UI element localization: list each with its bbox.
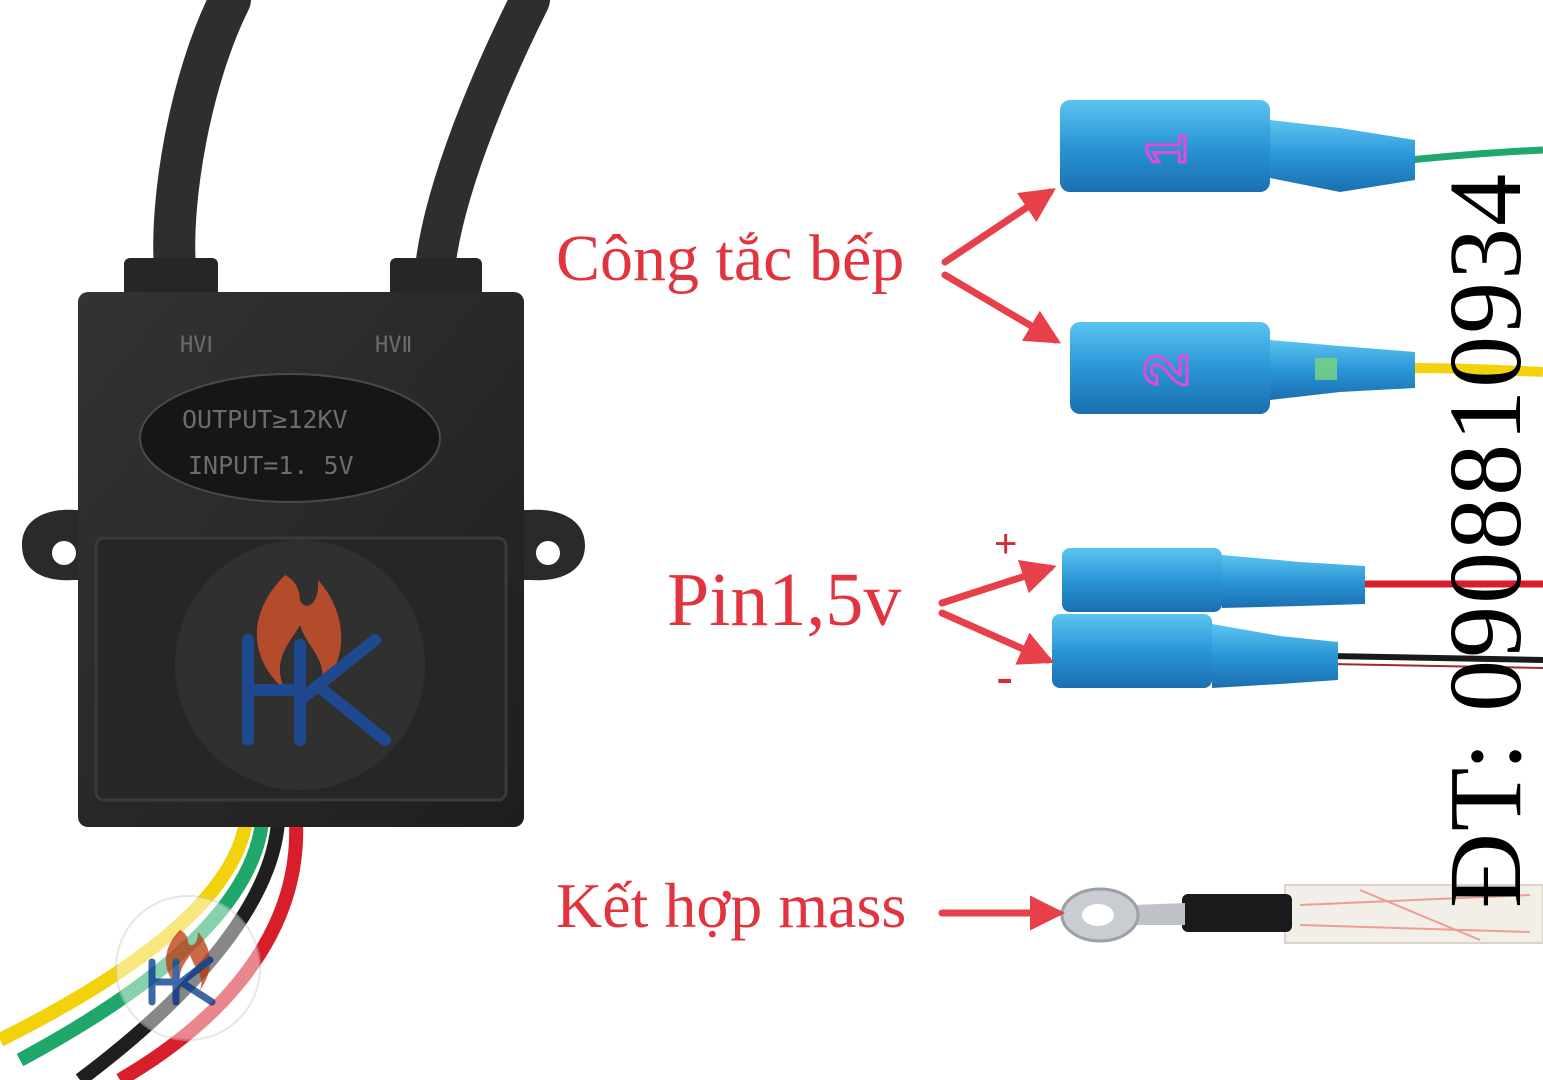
connector-1 xyxy=(1060,100,1415,192)
wire-red xyxy=(116,821,304,1080)
ignition-module: HVⅠ HVⅡ OUTPUT≥12KV INPUT=1. 5V xyxy=(22,292,585,827)
hv1-label: HVⅠ xyxy=(180,333,213,358)
ground-terminal xyxy=(1060,884,1543,944)
arrows xyxy=(938,188,1065,931)
ground-label: Kết hợp mass xyxy=(556,870,907,941)
minus-sign: - xyxy=(996,649,1014,707)
hk-logo-large xyxy=(175,540,425,790)
phone-number: ĐT: 0908810934 xyxy=(1428,171,1543,909)
output-spec: OUTPUT≥12KV xyxy=(182,405,348,434)
wire-black xyxy=(75,821,285,1080)
hk-logo-small xyxy=(115,895,261,1041)
connector-number-1: 1 xyxy=(1134,134,1197,165)
input-spec: INPUT=1. 5V xyxy=(188,451,354,480)
hv-cable-1 xyxy=(153,0,251,289)
hv-cable-2 xyxy=(415,0,550,288)
battery-label: Pin1,5v xyxy=(667,558,902,642)
connector-2 xyxy=(1070,322,1415,414)
plus-sign: + xyxy=(994,522,1018,566)
wire-yellow xyxy=(0,820,253,1047)
connector-number-2: 2 xyxy=(1133,353,1200,386)
connector-minus xyxy=(1052,614,1338,688)
switch-label: Công tắc bếp xyxy=(556,222,905,295)
hv2-label: HVⅡ xyxy=(375,333,412,358)
connector-plus xyxy=(1062,548,1365,612)
